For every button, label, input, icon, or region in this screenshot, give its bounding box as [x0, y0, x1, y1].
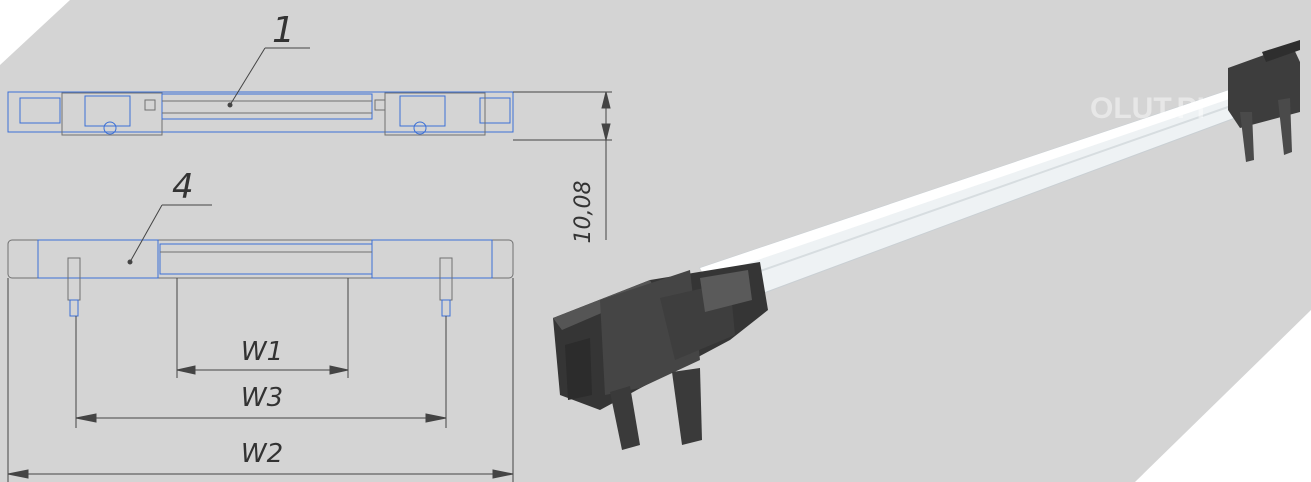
tube-highlight — [700, 88, 1238, 278]
front-tube — [159, 243, 373, 275]
top-view — [7, 91, 514, 136]
tube-edge — [711, 99, 1249, 289]
front-left-leg-tip — [69, 299, 79, 317]
far-end-clip — [1228, 40, 1300, 162]
watermark: OLUT.PI — [1090, 92, 1205, 125]
front-right-clip — [371, 239, 493, 279]
top-left-tab — [19, 97, 61, 124]
height-dimension — [513, 91, 612, 240]
front-view-outline — [7, 239, 514, 279]
front-right-leg-tip — [441, 299, 451, 317]
top-left-clip — [61, 92, 163, 136]
top-right-pin — [413, 121, 427, 135]
near-leg-right — [672, 368, 702, 445]
top-left-stud — [144, 99, 156, 111]
top-right-window — [399, 95, 446, 127]
callout-1-leader — [227, 47, 310, 108]
front-left-leg — [67, 257, 81, 301]
w3-label: W3 — [241, 383, 283, 413]
callout-4-label: 4 — [172, 167, 194, 207]
top-right-tab — [479, 97, 511, 124]
callout-1-label: 1 — [272, 10, 295, 51]
front-view — [7, 239, 514, 317]
top-view-outline — [7, 91, 514, 133]
top-left-window — [84, 95, 131, 127]
w1-label: W1 — [241, 337, 283, 367]
near-leg-left — [610, 386, 640, 450]
w3-dimension — [75, 316, 447, 428]
front-right-leg — [439, 257, 453, 301]
top-left-pin — [103, 121, 117, 135]
w2-dimension — [7, 278, 514, 482]
front-left-clip — [37, 239, 159, 279]
top-right-stud — [374, 99, 386, 111]
product-render — [553, 40, 1300, 450]
top-right-clip — [384, 92, 486, 136]
near-end-clip — [553, 262, 768, 450]
w2-label: W2 — [241, 439, 283, 469]
w1-dimension — [176, 278, 349, 378]
height-dimension-label: 10,08 — [571, 181, 596, 244]
top-tube — [161, 93, 373, 120]
callout-4-leader — [127, 204, 212, 265]
